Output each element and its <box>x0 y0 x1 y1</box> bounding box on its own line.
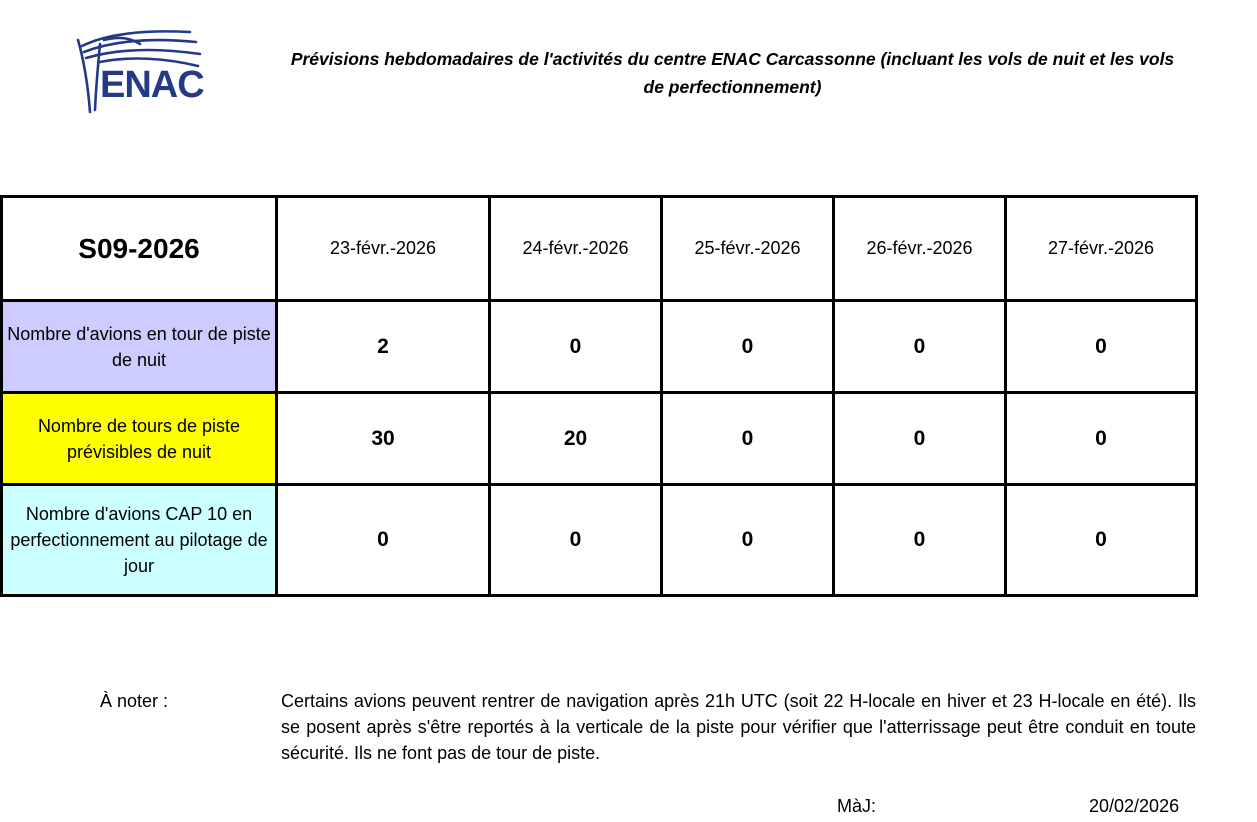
value-cell: 2 <box>275 299 491 394</box>
value-cell: 0 <box>1004 299 1198 394</box>
logo-text: ENAC <box>100 64 205 106</box>
date-header: 26-févr.-2026 <box>832 195 1007 302</box>
row-label-night-circuits: Nombre de tours de piste prévisibles de … <box>0 391 278 486</box>
update-label: MàJ: <box>837 796 877 816</box>
wing-icon <box>76 30 202 114</box>
value-cell: 0 <box>488 483 663 597</box>
table-header-row: S09-2026 23-févr.-2026 24-févr.-2026 25-… <box>0 195 1198 302</box>
date-header: 24-févr.-2026 <box>488 195 663 302</box>
value-cell: 0 <box>660 483 835 597</box>
enac-logo: ENAC <box>70 26 210 118</box>
value-cell: 0 <box>1004 391 1198 486</box>
week-number: S09-2026 <box>0 195 278 302</box>
schedule-table: S09-2026 23-févr.-2026 24-févr.-2026 25-… <box>0 195 1198 597</box>
row-label-cap10-day: Nombre d'avions CAP 10 en perfectionneme… <box>0 483 278 597</box>
value-cell: 0 <box>660 391 835 486</box>
value-cell: 0 <box>1004 483 1198 597</box>
value-cell: 30 <box>275 391 491 486</box>
value-cell: 0 <box>832 391 1007 486</box>
date-header: 25-févr.-2026 <box>660 195 835 302</box>
table-row: Nombre de tours de piste prévisibles de … <box>0 391 1198 486</box>
value-cell: 0 <box>660 299 835 394</box>
update-date: 20/02/2026 <box>1089 796 1180 816</box>
row-label-night-aircraft: Nombre d'avions en tour de piste de nuit <box>0 299 278 394</box>
value-cell: 0 <box>832 483 1007 597</box>
date-header: 23-févr.-2026 <box>275 195 491 302</box>
page-title: Prévisions hebdomadaires de l'activités … <box>290 49 1175 97</box>
table-row: Nombre d'avions en tour de piste de nuit… <box>0 299 1198 394</box>
value-cell: 0 <box>275 483 491 597</box>
note-label: À noter : <box>100 691 169 711</box>
value-cell: 0 <box>488 299 663 394</box>
table-row: Nombre d'avions CAP 10 en perfectionneme… <box>0 483 1198 597</box>
date-header: 27-févr.-2026 <box>1004 195 1198 302</box>
value-cell: 0 <box>832 299 1007 394</box>
value-cell: 20 <box>488 391 663 486</box>
note-text: Certains avions peuvent rentrer de navig… <box>281 691 1196 763</box>
